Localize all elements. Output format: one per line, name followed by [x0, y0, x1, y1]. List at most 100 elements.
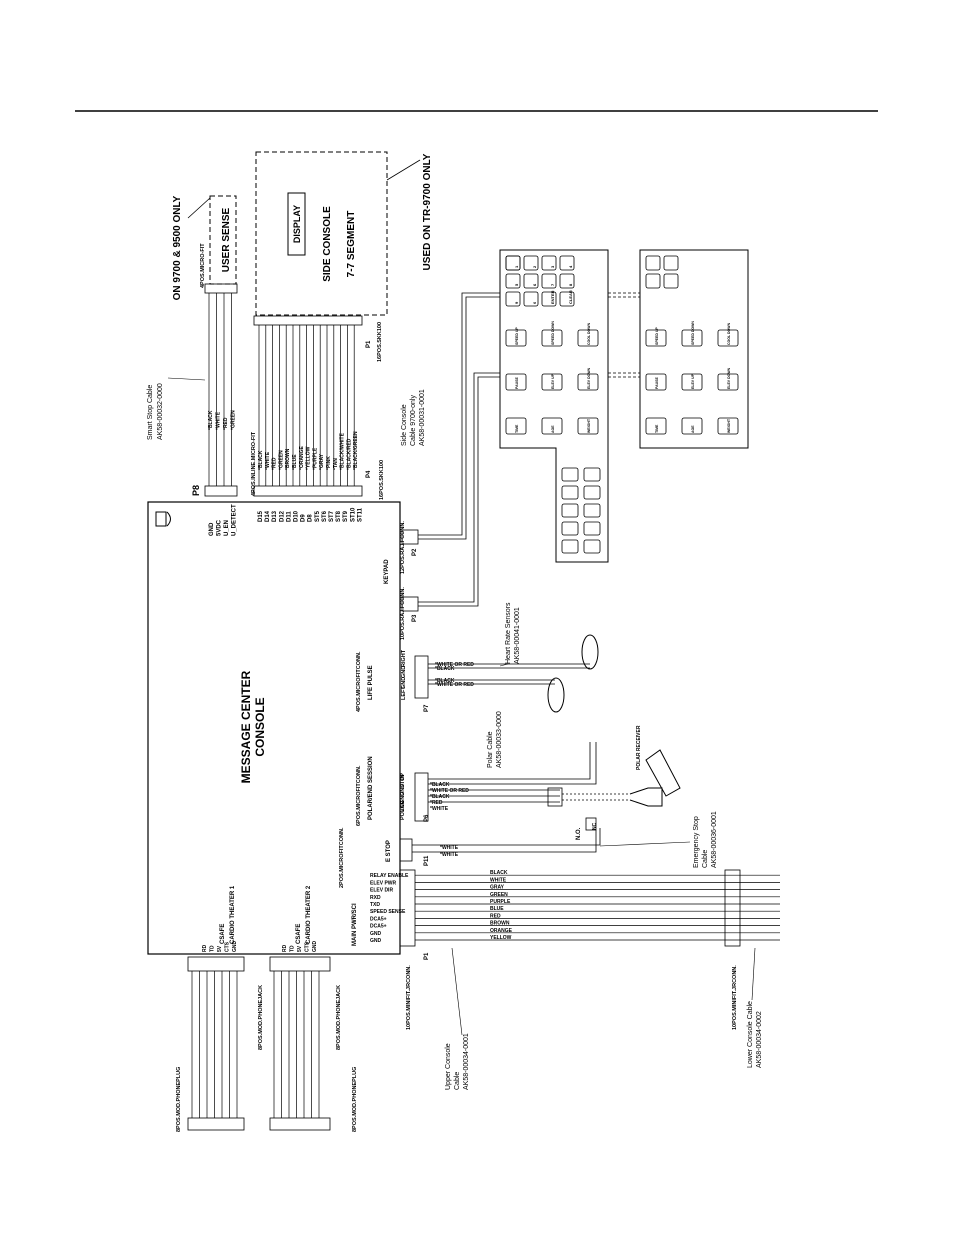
key-label: 1 — [514, 265, 519, 268]
svg-text:P11: P11 — [424, 855, 430, 866]
function-key-lower — [681, 329, 703, 347]
p1-signal: RELAY ENABLE — [370, 873, 409, 879]
polar-signal: POLAR — [400, 801, 406, 820]
p4-wire-color: *TAN — [333, 458, 339, 470]
profile-key — [583, 521, 601, 536]
key-label: 7 — [550, 283, 555, 286]
key-label: 6 — [532, 283, 537, 286]
p4-wire-color: *ORANGE — [299, 445, 305, 470]
nc-label: NC — [592, 822, 598, 830]
jack2 — [269, 956, 331, 972]
p4-signal: D14 — [265, 510, 271, 522]
life-pulse-signal: RIGHT — [401, 649, 407, 667]
p1-wire-color: GRAY — [490, 885, 505, 891]
profile-key — [561, 503, 579, 518]
p4-wire-color: *BROWN — [285, 448, 291, 470]
p4-signal: D15 — [258, 510, 264, 522]
svg-text:4POS.INLINE.MICRO-FIT: 4POS.INLINE.MICRO-FIT — [251, 431, 257, 496]
function-key-lower — [645, 329, 667, 347]
life-pulse-signal: LEFT — [401, 686, 407, 700]
p8-wire-color: *RED — [223, 417, 229, 430]
side-console-part: AK58-00031-0001 — [419, 389, 426, 446]
polar-cable-part: AK58-00033-0000 — [496, 711, 503, 768]
profile-key — [561, 539, 579, 554]
p4-signal: ST6 — [322, 510, 328, 522]
p4-wire-color: *YELLOW — [306, 446, 312, 470]
numeric-key — [505, 273, 521, 289]
key-label: 3 — [550, 265, 555, 268]
profile-key — [561, 521, 579, 536]
lower-keypad-overlay — [639, 249, 749, 449]
estop-cable-label: Emergency Stop — [693, 816, 700, 868]
svg-text:P8: P8 — [191, 485, 201, 496]
right-heart-sensor — [581, 634, 599, 670]
p4-wire-color: *GRAY — [319, 453, 325, 470]
lower-key — [645, 255, 661, 271]
csafe-signal: GND — [312, 941, 318, 953]
profile-key — [561, 485, 579, 500]
p4-wire-color: *BLUE — [292, 454, 298, 470]
function-key-lower-label: WEIGHT — [727, 418, 731, 433]
side-console-cable-label2: Cable 9700-only — [410, 395, 417, 446]
function-key-lower — [645, 417, 667, 435]
profile-key — [583, 503, 601, 518]
profile-key — [583, 485, 601, 500]
svg-text:P7: P7 — [424, 704, 430, 712]
svg-text:P2: P2 — [412, 548, 418, 556]
smart-stop-cable-label: Smart Stop Cable — [147, 385, 154, 440]
estop-color: *WHITE — [440, 845, 459, 851]
heart-rate-label: Heart Rate Sensors — [505, 602, 512, 664]
function-key-lower-label: AGE — [691, 425, 695, 433]
p1-signal: GND — [370, 938, 382, 944]
numeric-key — [559, 291, 575, 307]
plug1-label: 8POS.MOD.PHONEPLUG — [176, 1067, 182, 1132]
key-label: ENTER — [550, 290, 555, 304]
upper-cable-label2: Cable — [454, 1072, 461, 1090]
p1-wire-color: ORANGE — [490, 928, 513, 934]
p4-signal: ST5 — [315, 510, 321, 522]
jack1-label: 8POS.MOD.PHONEJACK — [258, 985, 264, 1050]
function-key-lower-label: TIME — [655, 424, 659, 433]
p1-signal: RXD — [370, 895, 381, 901]
svg-text:6POS.MICROFITCONN.: 6POS.MICROFITCONN. — [356, 765, 362, 826]
function-key-lower-label: PAUSE — [655, 377, 659, 389]
function-key-lower — [717, 329, 739, 347]
start-key — [505, 255, 521, 271]
function-key-lower — [681, 417, 703, 435]
polar-color: *BLACK — [430, 782, 450, 788]
estop-signals: *WHITE*WHITE — [440, 845, 459, 858]
function-key — [577, 329, 599, 347]
p4-signal: ST10 — [350, 507, 356, 522]
p2-connector: P2 12POS.RAJ.FCONN. — [400, 521, 419, 574]
p4-signal: D9 — [301, 514, 307, 522]
function-key — [541, 329, 563, 347]
polar-color: *WHITE — [430, 806, 449, 812]
svg-text:LIFE PULSE: LIFE PULSE — [368, 665, 374, 700]
p4-wire-color: *GREEN — [278, 450, 284, 470]
profile-key — [561, 467, 579, 482]
used-on-tr-label: USED ON TR-9700 ONLY — [422, 153, 433, 270]
csafe2-label: CSAFE — [296, 924, 302, 944]
numeric-key — [505, 291, 521, 307]
segment-label: 7-7 SEGMENT — [346, 211, 357, 278]
p4-signal: D10 — [294, 510, 300, 522]
p8-signal: GND — [209, 522, 215, 536]
csafe1-label: CSAFE — [220, 924, 226, 944]
svg-text:MAIN PWR/SCI: MAIN PWR/SCI — [352, 903, 358, 946]
polar-receiver-label: POLAR RECEIVER — [636, 725, 642, 770]
svg-text:10POS.MINIFIT.JRCONN.: 10POS.MINIFIT.JRCONN. — [406, 965, 412, 1030]
function-key-label: ELEV DOWN — [587, 367, 591, 389]
p1-wire-color: YELLOW — [490, 935, 512, 941]
csafe-signal: RD — [202, 944, 208, 952]
polar-color: *BLACK — [430, 794, 450, 800]
function-key — [505, 373, 527, 391]
p2-cable — [418, 292, 500, 540]
smart-stop-part: AK58-00032-0000 — [157, 383, 164, 440]
p1-wire-color: PURPLE — [490, 899, 511, 905]
upper-cable-part: AK58-00034-0001 — [463, 1033, 470, 1090]
life-pulse-color: *WHITE OR RED — [435, 682, 474, 688]
function-key-label: SPEED DOWN — [551, 321, 555, 345]
svg-text:16POS.SKK100: 16POS.SKK100 — [379, 460, 385, 500]
